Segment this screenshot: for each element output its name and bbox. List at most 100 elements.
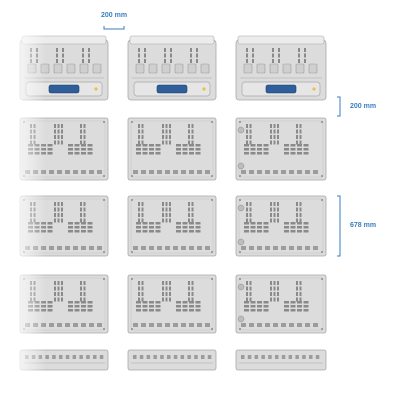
status-led (94, 87, 98, 91)
vent-slot (80, 135, 82, 139)
vent-slot (34, 305, 40, 308)
vent-slot (165, 213, 168, 217)
vent-slot (54, 297, 56, 302)
bottom-slot (25, 246, 30, 250)
vent-slot (30, 286, 32, 291)
vent-slot (61, 213, 63, 217)
chassis-body (235, 349, 327, 371)
vent-slot (303, 148, 309, 151)
vent-slot (296, 281, 298, 285)
connector-port (174, 63, 184, 74)
vent-slot (162, 140, 164, 145)
bottom-slot (297, 246, 302, 250)
vent-slot (169, 213, 171, 217)
vent-slot (263, 144, 269, 147)
vent-slot (176, 152, 181, 155)
rack-unit (127, 195, 217, 257)
vent-slot (191, 124, 194, 128)
vent-slot (47, 144, 53, 147)
vent-slot (138, 286, 140, 291)
bottom-slot (189, 170, 194, 174)
vent-slot (81, 309, 86, 312)
vent-slot (141, 213, 144, 217)
vent-slot (138, 207, 140, 212)
bottom-slot (297, 323, 302, 327)
bottom-slot (281, 170, 286, 174)
bottom-slot (165, 170, 170, 174)
vent-slot (54, 292, 56, 296)
bottom-slot (273, 170, 278, 174)
bottom-slot (141, 323, 146, 327)
vent-slot (83, 213, 86, 217)
vent-slot (182, 301, 188, 304)
vent-slot (303, 222, 309, 225)
vent-slot (303, 152, 309, 155)
rack-unit (235, 349, 327, 371)
vent-slot (277, 129, 279, 134)
vent-slot (290, 305, 296, 308)
vent-slot (149, 222, 154, 225)
vent-slot (34, 301, 40, 304)
vent-slot (250, 152, 256, 155)
vent-slot (57, 213, 60, 217)
vent-slot (68, 301, 73, 304)
vent-slot (87, 152, 93, 155)
vent-slot (273, 292, 276, 296)
vent-slot (278, 59, 280, 63)
vent-slot (62, 53, 64, 58)
vent-slot (30, 281, 32, 285)
bottom-slot (265, 323, 270, 327)
status-led (202, 87, 206, 91)
chassis-body (127, 349, 217, 371)
bottom-slot (89, 170, 94, 174)
vent-slot (87, 144, 93, 147)
vent-slot (155, 226, 161, 229)
connector-port (308, 63, 318, 74)
vent-slot (57, 286, 60, 291)
vent-slot (263, 148, 269, 151)
bottom-slot (139, 355, 144, 359)
vent-slot (182, 226, 188, 229)
vent-slot (257, 230, 262, 233)
vent-slot (47, 305, 53, 308)
vent-slot (30, 129, 32, 134)
vent-slot (141, 135, 144, 139)
bottom-slot (254, 355, 259, 359)
chassis-body (235, 195, 327, 257)
vent-slot (141, 292, 144, 296)
vent-slot (54, 129, 56, 134)
rack-unit (19, 349, 109, 371)
vent-slot (250, 309, 256, 312)
chassis-body (235, 274, 327, 334)
vent-slot (61, 286, 63, 291)
rack-unit (19, 274, 109, 334)
vent-slot (138, 135, 140, 139)
vent-slot (57, 297, 60, 302)
rack-unit (235, 117, 327, 181)
row-spacing-label: 200 mm (350, 103, 377, 110)
bottom-slot (241, 323, 246, 327)
vent-slot (33, 281, 36, 285)
vent-slot (263, 230, 269, 233)
vent-slot (149, 301, 154, 304)
bottom-slot (133, 355, 137, 359)
vent-slot (41, 144, 46, 147)
vent-slot (277, 286, 279, 291)
vent-slot (56, 48, 58, 52)
bottom-slot (93, 355, 97, 359)
vent-slot (182, 152, 188, 155)
vent-slot (74, 148, 80, 151)
bottom-slot (257, 246, 262, 250)
vent-slot (250, 301, 256, 304)
connector-port (148, 63, 158, 74)
vent-slot (257, 152, 262, 155)
vent-slot (297, 230, 302, 233)
bottom-slot (173, 323, 178, 327)
vent-slot (165, 218, 168, 223)
vent-slot (74, 222, 80, 225)
bottom-slot (281, 246, 286, 250)
vent-slot (33, 202, 36, 206)
vent-slot (57, 202, 60, 206)
vent-slot (277, 213, 279, 217)
vent-slot (34, 226, 40, 229)
